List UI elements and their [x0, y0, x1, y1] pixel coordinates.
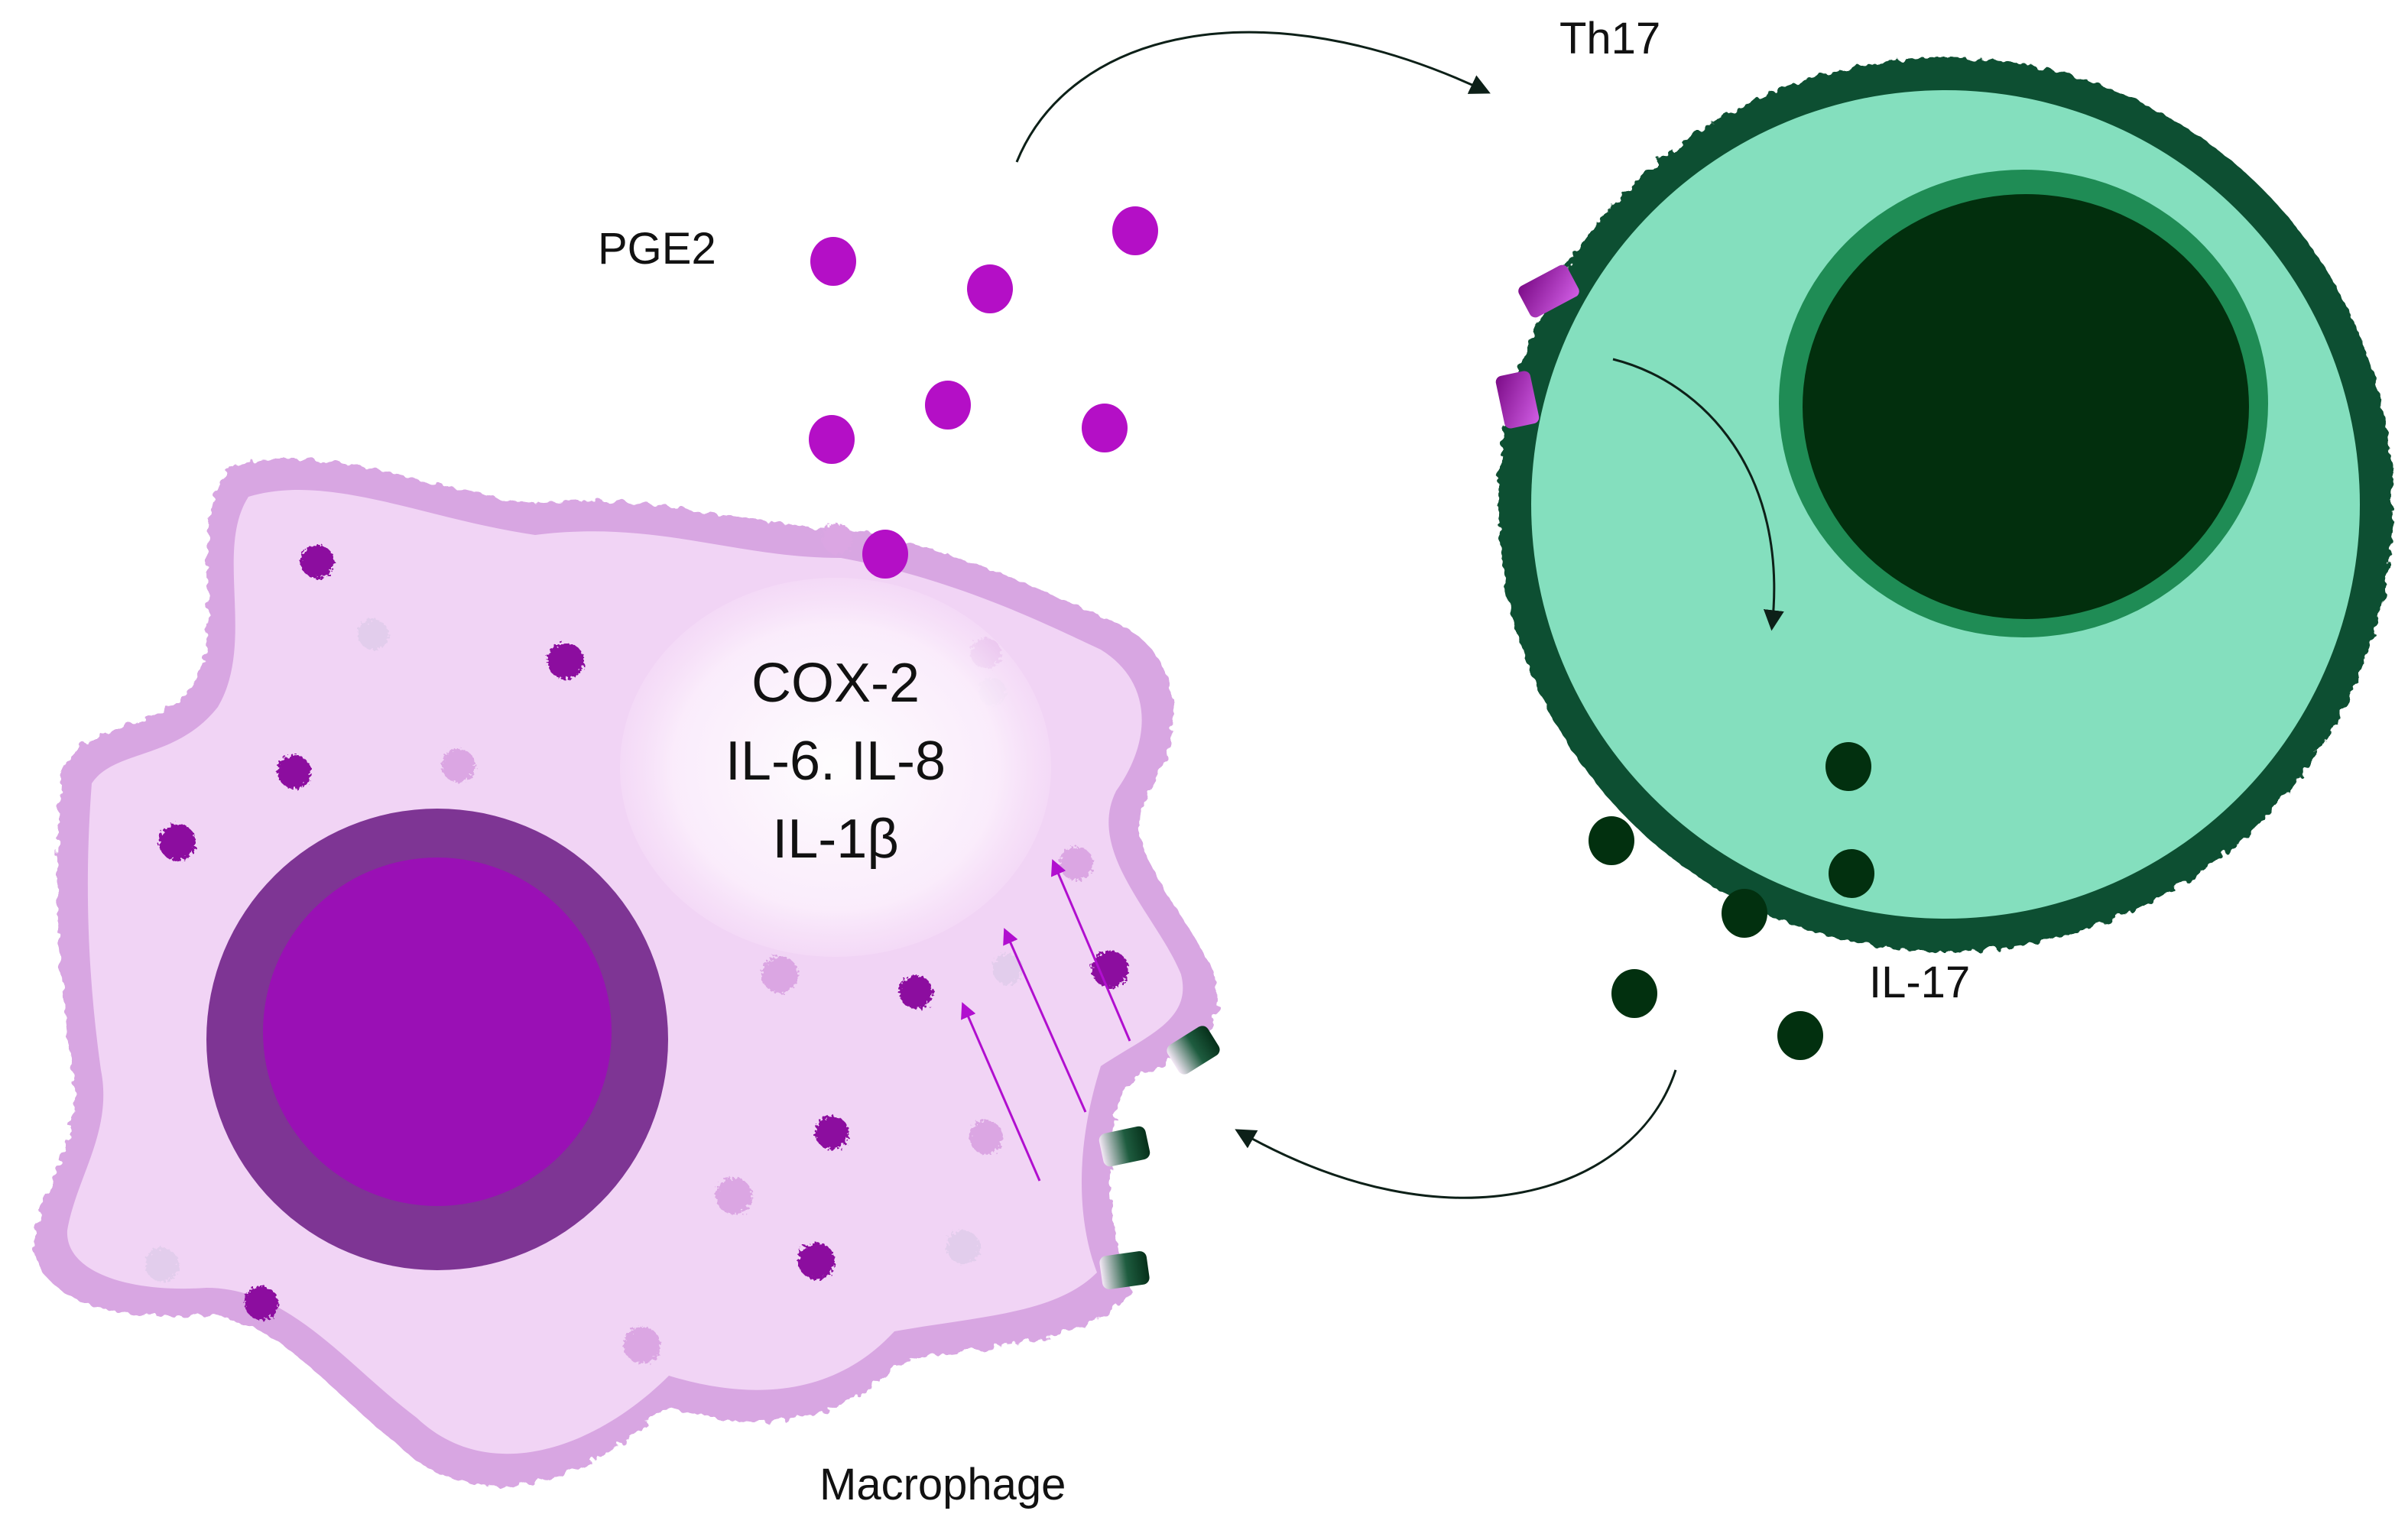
granule	[992, 954, 1023, 984]
il17-dot	[1611, 969, 1657, 1018]
granule	[761, 956, 798, 993]
signaling-arrows	[961, 859, 1131, 1182]
pge2-dot	[967, 264, 1013, 313]
granule	[624, 1327, 660, 1363]
granule	[899, 975, 933, 1009]
pge2-dot	[810, 237, 856, 286]
th17-label: Th17	[1559, 14, 1660, 63]
pge2-label: PGE2	[598, 224, 716, 274]
il17-receptor	[1167, 1026, 1220, 1075]
granule	[1060, 847, 1093, 880]
granule	[245, 1286, 278, 1320]
macrophage-receptors	[1099, 1026, 1220, 1289]
pge2-dot	[1112, 206, 1158, 255]
granule	[145, 1248, 179, 1282]
th17-internal-arrow	[1612, 358, 1784, 631]
granule	[547, 643, 584, 679]
granule	[716, 1178, 752, 1214]
pge2-dot	[1082, 404, 1128, 452]
granule	[442, 749, 475, 783]
signal-arrow	[961, 1002, 1041, 1182]
signal-arrow	[1050, 859, 1131, 1042]
th17-nucleus	[1803, 194, 2249, 619]
pge2-receptor	[1495, 371, 1540, 429]
il17-dot	[1589, 816, 1634, 865]
il17-dot	[1777, 1011, 1823, 1060]
granule	[969, 1120, 1003, 1154]
signal-arrow	[1003, 928, 1087, 1113]
expression-label-line-1: COX-2	[751, 653, 920, 714]
il17-dot	[1825, 742, 1871, 791]
pge2-dot	[925, 381, 971, 430]
expression-label-line-3: IL-1β	[772, 809, 898, 870]
expression-label-line-2: IL-6. IL-8	[725, 731, 946, 792]
cytokine-expression-zone	[620, 578, 1051, 957]
pge2-molecules	[809, 206, 1158, 579]
il17-label: IL-17	[1869, 958, 1970, 1007]
granule	[815, 1116, 849, 1149]
pge2-to-th17-arrow	[1015, 31, 1491, 163]
granule	[1092, 951, 1128, 987]
il17-receptor	[1099, 1251, 1150, 1289]
granule	[358, 619, 388, 650]
macrophage-nucleus	[263, 858, 612, 1206]
il17-dot	[1829, 849, 1874, 898]
granule	[159, 824, 196, 861]
th17-cell	[1495, 57, 2393, 952]
pge2-dot	[809, 415, 855, 464]
il17-dot	[1722, 889, 1767, 938]
granule	[798, 1243, 835, 1279]
il17-to-macrophage-arrow	[1235, 1069, 1677, 1199]
granule	[277, 755, 311, 789]
macrophage-cell: COX-2 IL-6. IL-8 IL-1β	[34, 458, 1220, 1487]
il17-receptor	[1099, 1126, 1150, 1167]
granule	[946, 1230, 980, 1264]
granule	[300, 545, 334, 579]
pge2-receptor	[1518, 264, 1579, 318]
il17-molecules	[1589, 742, 1874, 1060]
pge2-dot	[862, 530, 908, 579]
granule	[822, 524, 852, 554]
macrophage-label: Macrophage	[819, 1460, 1066, 1509]
